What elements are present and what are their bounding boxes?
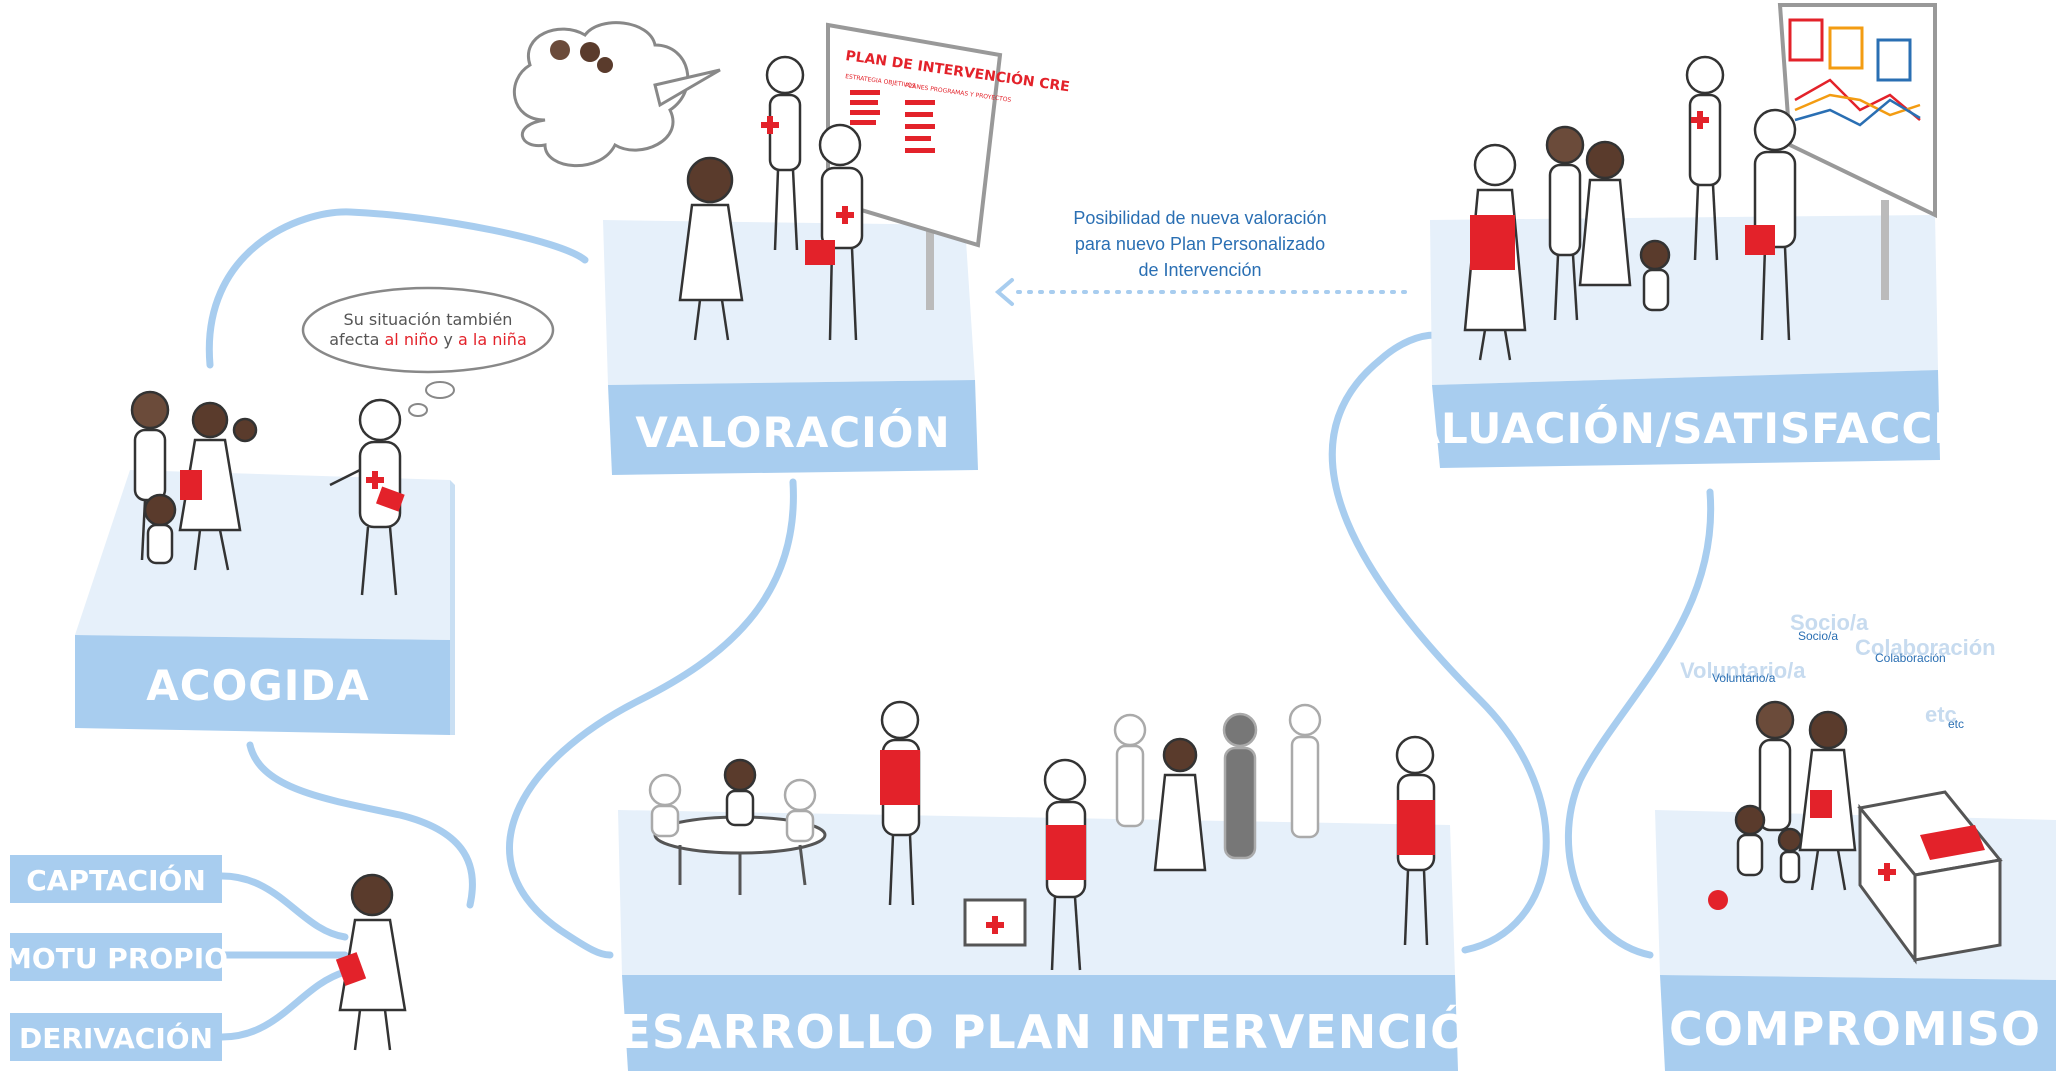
stage-label-compromiso: COMPROMISO	[1669, 1002, 2041, 1056]
connector-desarrollo-evaluacion	[1328, 331, 1550, 954]
source-box-derivacion	[10, 1013, 222, 1061]
ballot-box-icon	[1857, 790, 2003, 965]
chart-board-icon	[1777, 3, 1937, 300]
folder-icon	[375, 486, 405, 512]
bag-icon	[805, 240, 835, 265]
first-aid-box-icon	[963, 898, 1027, 947]
connector-acogida-valoracion	[205, 208, 589, 369]
thought-bubble-icon: Su situación también afecta al niño y a …	[301, 286, 555, 417]
role-etc-faint: etc	[1925, 702, 1957, 727]
role-etc: etc	[1948, 717, 1964, 731]
note-line-3: de Intervención	[1138, 260, 1261, 280]
source-box-captacion	[10, 855, 222, 903]
stage-label-evaluacion: EVALUACIÓN/SATISFACCIÓN	[1347, 403, 2023, 453]
connector-acogida-desarrollo	[246, 741, 476, 909]
person-icon	[1463, 55, 1797, 361]
connector-evaluacion-compromiso	[1564, 488, 1715, 959]
stage-evaluacion: EVALUACIÓN/SATISFACCIÓN	[1347, 3, 2023, 468]
person-icon	[329, 398, 402, 596]
stage-label-valoracion: VALORACIÓN	[635, 407, 950, 457]
bubble-line-2: afecta al niño y a la niña	[329, 330, 527, 349]
note-line-2: para nuevo Plan Personalizado	[1075, 234, 1325, 254]
stage-valoracion: VALORACIÓN PLAN DE INTERVENCIÓN CRE ESTR…	[513, 21, 1071, 475]
stage-label-acogida: ACOGIDA	[146, 661, 370, 710]
person-icon	[678, 55, 864, 341]
connector-captacion	[218, 872, 349, 941]
source-label-captacion: CAPTACIÓN	[26, 863, 206, 897]
person-icon	[648, 773, 817, 843]
ball-icon	[1708, 890, 1728, 910]
role-colaboracion-faint: Colaboración	[1855, 635, 1996, 660]
return-arrow	[994, 278, 1407, 306]
thought-cloud-icon	[513, 21, 721, 168]
person-icon	[130, 390, 258, 571]
vest-icon	[880, 750, 920, 805]
source-box-motu-propio	[10, 933, 222, 981]
role-colaboracion: Colaboración	[1875, 651, 1946, 665]
sources: CAPTACIÓN MOTU PROPIO DERIVACIÓN	[4, 855, 407, 1061]
note-line-1: Posibilidad de nueva valoración	[1073, 208, 1326, 228]
stage-desarrollo: DESARROLLO PLAN INTERVENCIÓN	[580, 700, 1509, 1071]
connectors	[205, 208, 1715, 1041]
bag-icon	[335, 952, 367, 986]
bubble-line-1: Su situación también	[344, 310, 513, 329]
bag-icon	[180, 470, 202, 500]
connector-valoracion-desarrollo	[506, 478, 797, 959]
bag-icon	[1745, 225, 1775, 255]
stage-compromiso: COMPROMISO Socio/a Socio/a Colaboración …	[1655, 610, 2056, 1071]
role-voluntario-faint: Voluntario/a	[1680, 658, 1806, 683]
stage-acogida: ACOGIDA Su situación tamb	[75, 286, 555, 735]
stage-label-desarrollo: DESARROLLO PLAN INTERVENCIÓN	[580, 1005, 1509, 1059]
role-socio: Socio/a	[1798, 629, 1838, 643]
crowd-icon	[1113, 703, 1322, 860]
role-socio-faint: Socio/a	[1790, 610, 1869, 635]
reassessment-note: Posibilidad de nueva valoración para nue…	[1073, 208, 1326, 280]
person-icon	[338, 873, 407, 1051]
connector-derivacion	[218, 968, 349, 1041]
role-voluntario: Voluntario/a	[1712, 671, 1776, 685]
bag-icon	[1810, 790, 1832, 818]
source-label-motu-propio: MOTU PROPIO	[4, 942, 228, 975]
source-label-derivacion: DERIVACIÓN	[19, 1021, 213, 1055]
